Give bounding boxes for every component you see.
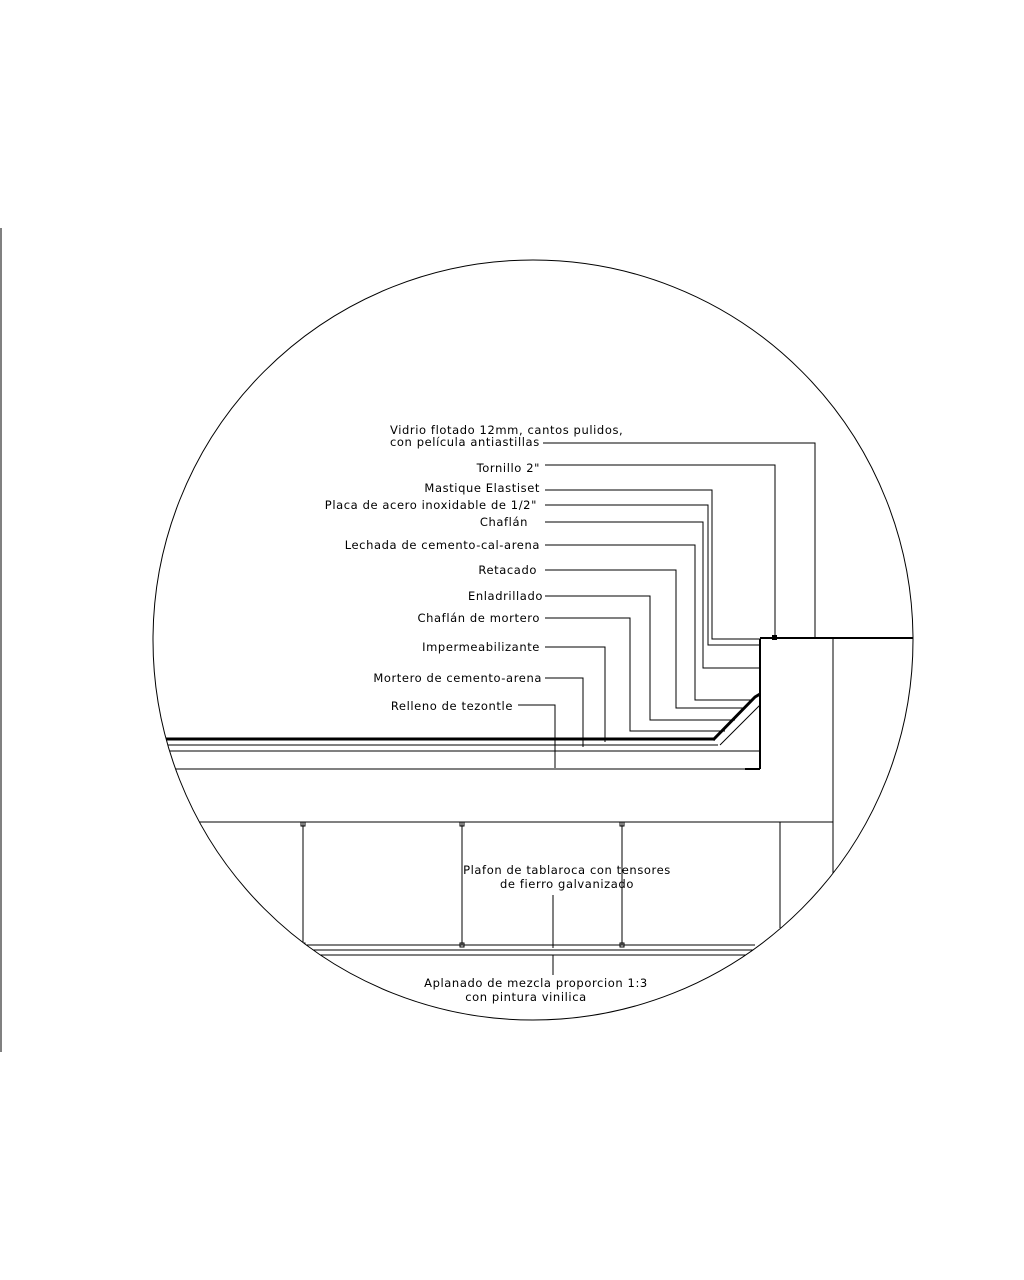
label-mastique: Mastique Elastiset bbox=[424, 481, 540, 495]
label-vidrio-line2: con película antiastillas bbox=[390, 435, 540, 449]
leader-lechada bbox=[545, 544, 752, 701]
leader-impermeabilizante bbox=[545, 646, 606, 742]
chaflan-mortero-line bbox=[711, 692, 761, 742]
leader-tornillo bbox=[545, 464, 776, 638]
leader-placa bbox=[545, 504, 760, 646]
leader-vidrio bbox=[543, 442, 816, 638]
hanger-2-bottom bbox=[459, 942, 465, 948]
section-geometry bbox=[153, 635, 913, 956]
leader-enladrillado bbox=[545, 595, 735, 721]
leader-lines bbox=[518, 442, 816, 975]
detail-circle bbox=[152, 259, 914, 1021]
leader-mastique bbox=[545, 489, 760, 640]
leader-chaflan bbox=[545, 521, 760, 669]
label-impermeabilizante: Impermeabilizante bbox=[422, 640, 540, 654]
labels: Vidrio flotado 12mm, cantos pulidos, con… bbox=[325, 423, 671, 1004]
hanger-1-top bbox=[300, 821, 306, 827]
label-aplanado-line1: Aplanado de mezcla proporcion 1:3 bbox=[424, 976, 648, 990]
leader-relleno bbox=[518, 704, 556, 768]
label-vidrio-line1: Vidrio flotado 12mm, cantos pulidos, bbox=[390, 423, 623, 437]
hanger-3-top bbox=[619, 821, 625, 827]
label-lechada: Lechada de cemento-cal-arena bbox=[345, 538, 540, 552]
label-placa: Placa de acero inoxidable de 1/2" bbox=[325, 498, 537, 512]
label-retacado: Retacado bbox=[478, 563, 537, 577]
label-plafon-line2: de fierro galvanizado bbox=[500, 877, 634, 891]
label-enladrillado: Enladrillado bbox=[468, 589, 543, 603]
hanger-3-bottom bbox=[619, 942, 625, 948]
label-mortero: Mortero de cemento-arena bbox=[373, 671, 542, 685]
leader-retacado bbox=[545, 569, 745, 709]
label-chaflan: Chaflán bbox=[480, 515, 528, 529]
hanger-2-top bbox=[459, 821, 465, 827]
label-plafon-line1: Plafon de tablaroca con tensores bbox=[463, 863, 671, 877]
label-relleno: Relleno de tezontle bbox=[391, 699, 513, 713]
chaflan-inner-line bbox=[719, 704, 761, 746]
label-tornillo: Tornillo 2" bbox=[476, 461, 540, 475]
label-chaflan-mortero: Chaflán de mortero bbox=[418, 611, 541, 625]
leader-mortero bbox=[545, 677, 584, 747]
leader-chaflan-mortero bbox=[545, 617, 725, 732]
label-aplanado-line2: con pintura vinilica bbox=[465, 990, 587, 1004]
